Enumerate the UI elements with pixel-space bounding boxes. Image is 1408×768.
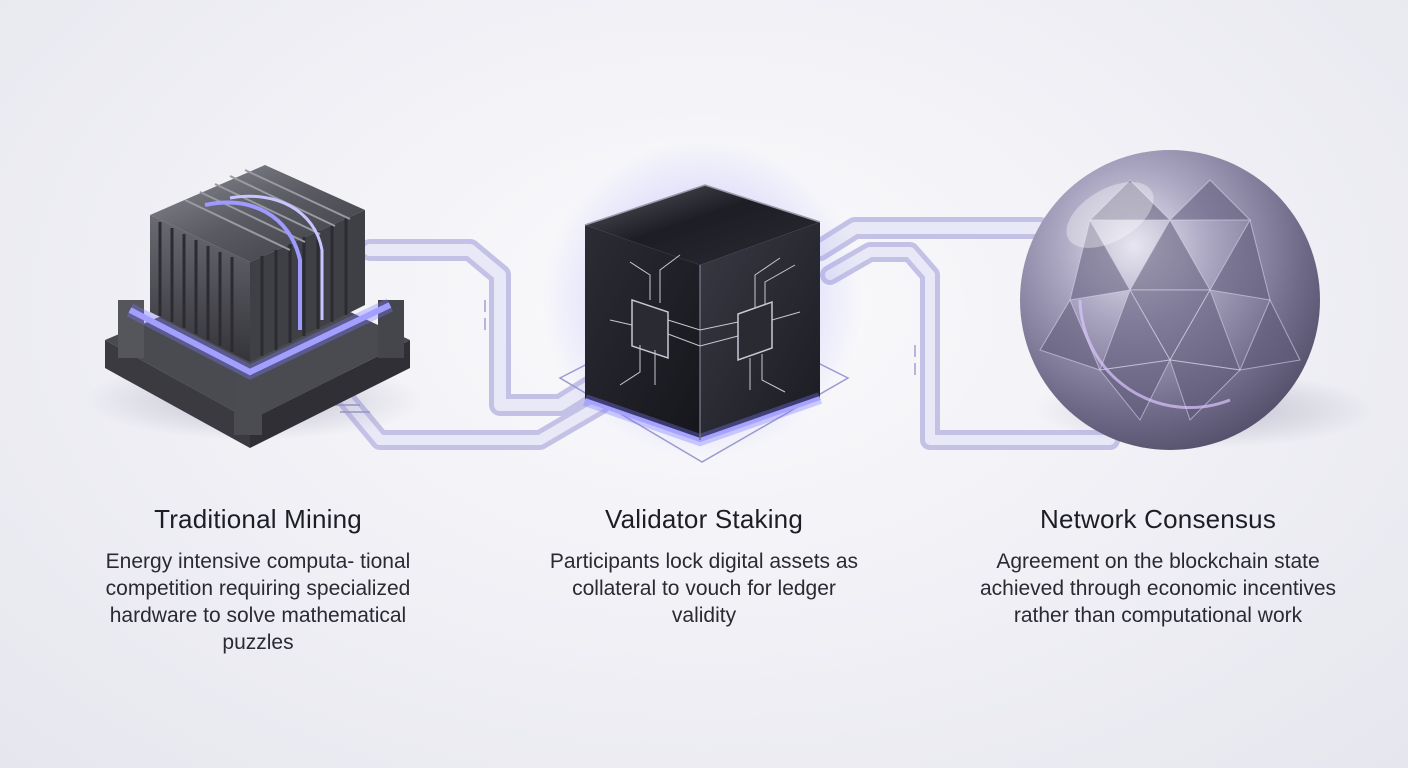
stage-title: Validator Staking [604, 504, 804, 534]
stage-mining: Traditional Mining Energy intensive comp… [78, 502, 438, 656]
stage-description: Energy intensive computa- tional competi… [105, 550, 411, 654]
crystal-sphere-icon [1020, 150, 1375, 450]
stage-description: Agreement on the blockchain state achiev… [979, 550, 1337, 627]
stage-consensus: Network Consensus Agreement on the block… [978, 502, 1338, 629]
heatsink-chip-icon [85, 165, 425, 448]
stage-title: Traditional Mining [154, 504, 362, 534]
glass-cube-chip-icon [542, 140, 862, 463]
stage-description: Participants lock digital assets as coll… [549, 550, 859, 627]
flow-illustration [85, 140, 1375, 463]
stage-staking: Validator Staking Participants lock digi… [544, 502, 864, 629]
stage-title: Network Consensus [1039, 504, 1277, 534]
